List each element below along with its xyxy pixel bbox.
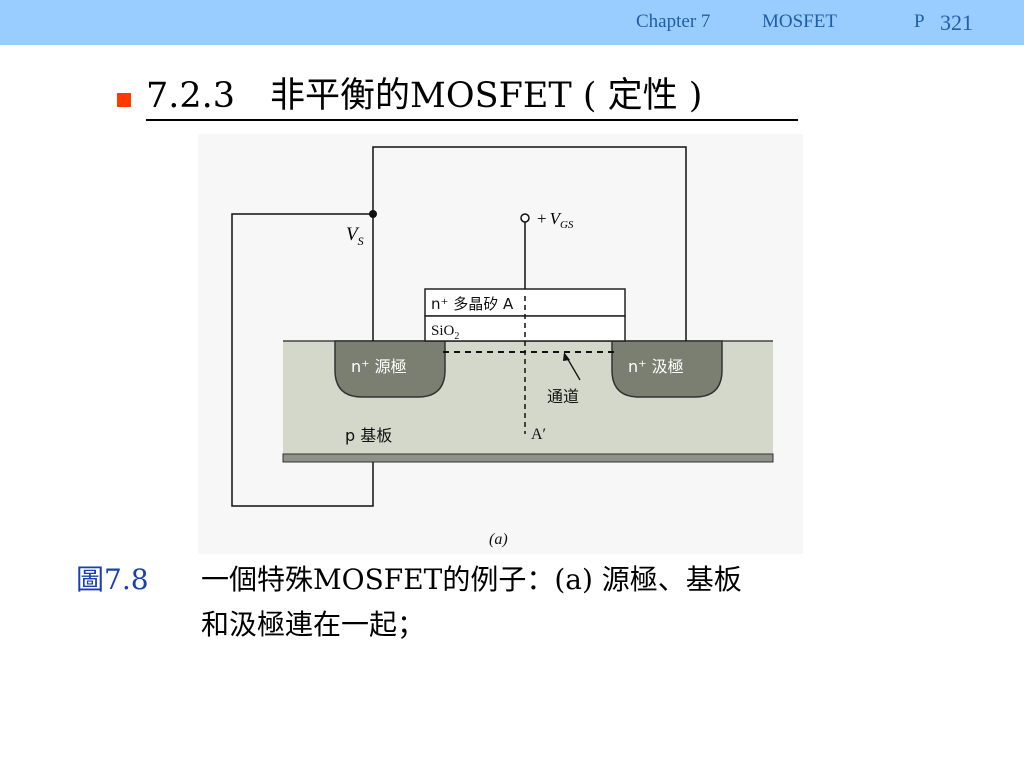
header-chapter: Chapter 7 [636, 11, 711, 32]
header-page-number: 321 [940, 10, 973, 35]
source-substrate-wire [231, 213, 374, 507]
caption-line-1: 一個特殊MOSFET的例子：(a) 源極、基板 [201, 563, 742, 596]
substrate-label: p 基板 [345, 426, 392, 445]
vs-node-dot [369, 210, 377, 218]
source-well [334, 340, 446, 398]
caption-line-2: 和汲極連在一起； [201, 608, 426, 641]
panel-label: (a) [489, 531, 508, 548]
header-topic: MOSFET [762, 11, 837, 32]
caption-label: 圖7.8 [76, 563, 149, 596]
mosfet-figure: VS +VGS n⁺ 多晶矽 A SiO2 n⁺ 源極 n⁺ 汲極 通道 A′ … [198, 134, 803, 554]
oxide-label: SiO2 [431, 323, 459, 342]
section-title-underline [146, 119, 798, 121]
header-bar [0, 0, 1024, 45]
a-prime-label: A′ [531, 426, 546, 443]
source-label: n⁺ 源極 [351, 357, 407, 376]
gate-terminal [520, 213, 530, 223]
drain-well [611, 340, 723, 398]
section-title: 7.2.3 非平衡的MOSFET ( 定性 ) [146, 76, 703, 116]
vgs-label: +VGS [537, 209, 574, 231]
channel-label: 通道 [547, 387, 579, 406]
drain-label: n⁺ 汲極 [628, 357, 684, 376]
mosfet-diagram: VS +VGS n⁺ 多晶矽 A SiO2 n⁺ 源極 n⁺ 汲極 通道 A′ … [231, 146, 774, 548]
gate-label: n⁺ 多晶矽 A [431, 295, 514, 313]
substrate-back-contact [282, 453, 774, 463]
channel-arrow-head [563, 352, 570, 361]
bullet-square-icon [117, 93, 131, 107]
header-page-prefix: P [914, 11, 925, 32]
source-drain-wire [372, 146, 687, 341]
vs-label: VS [346, 224, 364, 248]
